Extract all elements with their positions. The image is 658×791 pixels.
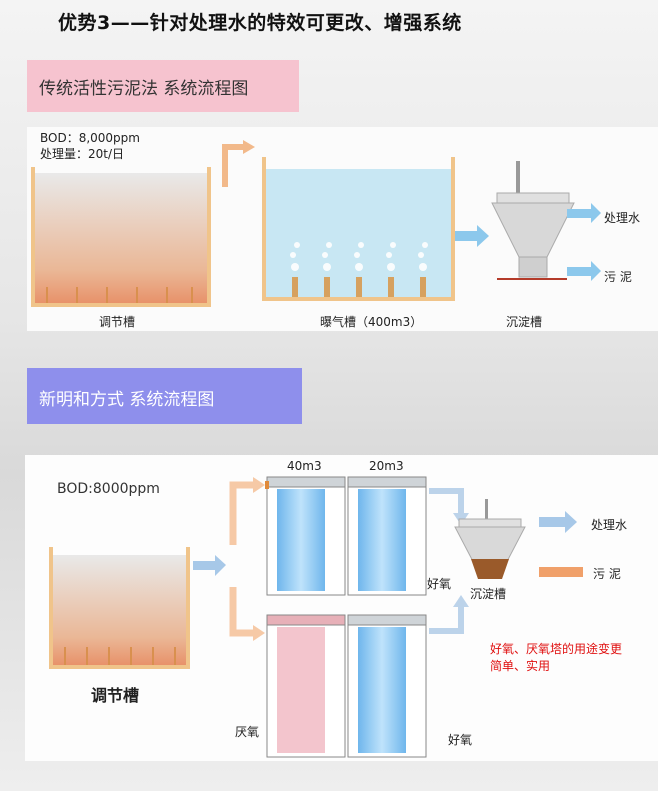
s1-capacity-text: 处理量：20t/日	[40, 147, 125, 161]
s2-split-arrow-down	[229, 587, 255, 637]
s2-anaerobic-label: 厌氧	[235, 725, 260, 739]
s2-arrow-from-tank	[193, 561, 215, 570]
s1-tank-pipes	[46, 287, 193, 303]
s2-lower-reactors	[266, 614, 427, 758]
s1-transfer-arrow	[222, 144, 245, 187]
s1-aer-wall-left	[262, 157, 266, 301]
s1-diagram-graphics	[46, 140, 601, 303]
s1-out-water-label: 处理水	[604, 211, 641, 225]
s2-out-sludge-label: 污 泥	[593, 567, 621, 581]
page-title: 优势3——针对处理水的特效可更改、增强系统	[58, 12, 462, 34]
s2-split-arrow-up	[229, 481, 255, 545]
s1-settler	[491, 161, 575, 280]
section1-banner: 传统活性污泥法 系统流程图	[27, 60, 299, 112]
s2-volume-40: 40m3	[287, 459, 322, 473]
section1-diagram: BOD：8,000ppm 处理量：20t/日 调节槽 曝气槽（400m3） 沉淀…	[27, 127, 658, 331]
s1-aer-floor	[262, 297, 455, 301]
section2-banner: 新明和方式 系统流程图	[27, 368, 302, 424]
s1-tank-wall-right	[207, 167, 211, 307]
s2-tank-floor	[49, 665, 190, 669]
s1-aeration-label: 曝气槽（400m3）	[320, 315, 423, 329]
s2-tank-wall-left	[49, 547, 53, 669]
s2-arrow-lower-to-settler	[429, 605, 464, 634]
s2-aerobic-label-2: 好氧	[448, 733, 473, 747]
s2-diagram-graphics	[64, 476, 583, 758]
section1-banner-text: 传统活性污泥法 系统流程图	[39, 79, 249, 99]
s1-out-sludge-label: 污 泥	[604, 270, 632, 284]
s2-settler-label: 沉淀槽	[470, 587, 507, 601]
s2-aerobic-label-1: 好氧	[427, 577, 452, 591]
s1-aer-wall-right	[451, 157, 455, 301]
s1-tank-label: 调节槽	[99, 315, 136, 329]
s1-tank-wall-left	[31, 167, 35, 307]
s2-upper-reactors	[265, 476, 427, 596]
s1-settler-label: 沉淀槽	[506, 315, 543, 329]
s2-sludge-swatch	[539, 567, 583, 577]
s2-note-line2: 简单、实用	[490, 659, 551, 673]
s1-aeration-tank	[266, 169, 451, 297]
section2-banner-text: 新明和方式 系统流程图	[39, 390, 215, 410]
s2-water-arrow	[539, 517, 565, 527]
s2-arrow-upper-to-settler	[429, 488, 464, 515]
s1-bod-text: BOD：8,000ppm	[40, 131, 140, 145]
s2-equalization-tank	[53, 555, 186, 665]
s2-note-line1: 好氧、厌氧塔的用途变更	[490, 642, 623, 656]
s2-tank-wall-right	[186, 547, 190, 669]
s1-diffusers	[292, 277, 426, 297]
s1-bubbles	[290, 242, 428, 271]
s1-arrow-to-settler	[455, 231, 477, 241]
s2-volume-20: 20m3	[369, 459, 404, 473]
section2-diagram: BOD:8000ppm 调节槽 40m3 20m3 好氧 沉淀槽 厌氧 好氧 处…	[25, 455, 658, 761]
s2-bod-text: BOD:8000ppm	[57, 481, 160, 497]
s1-equalization-tank	[35, 173, 207, 303]
s1-tank-floor	[31, 303, 211, 307]
s2-tank-label: 调节槽	[91, 686, 140, 705]
s2-tank-pipes	[64, 647, 176, 665]
s2-out-water-label: 处理水	[591, 518, 628, 532]
s2-settler	[454, 499, 526, 579]
